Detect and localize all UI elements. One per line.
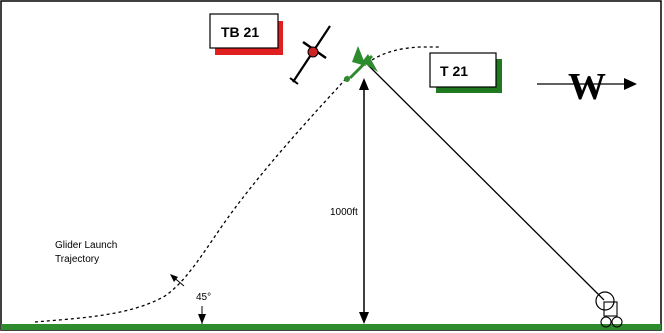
wind-indicator: W — [537, 66, 637, 108]
angle-marker — [170, 274, 206, 324]
height-arrow — [359, 78, 369, 324]
glider-icon — [344, 46, 378, 82]
tb21-tag: TB 21 — [209, 13, 283, 55]
trajectory-label-line2: Trajectory — [55, 254, 99, 265]
ground-strip — [1, 324, 661, 330]
height-label: 1000ft — [330, 207, 358, 218]
wind-label: W — [568, 66, 606, 108]
angle-label: 45° — [196, 292, 211, 303]
tb21-label: TB 21 — [221, 24, 259, 40]
launch-trajectory — [34, 75, 349, 323]
winch-icon — [595, 291, 623, 328]
trajectory-label-line1: Glider Launch — [55, 240, 117, 251]
tug-plane-icon — [289, 25, 331, 85]
trajectory-continuation — [371, 46, 440, 61]
t21-tag: T 21 — [429, 52, 502, 93]
t21-label: T 21 — [440, 63, 468, 79]
winch-cable — [367, 64, 605, 301]
